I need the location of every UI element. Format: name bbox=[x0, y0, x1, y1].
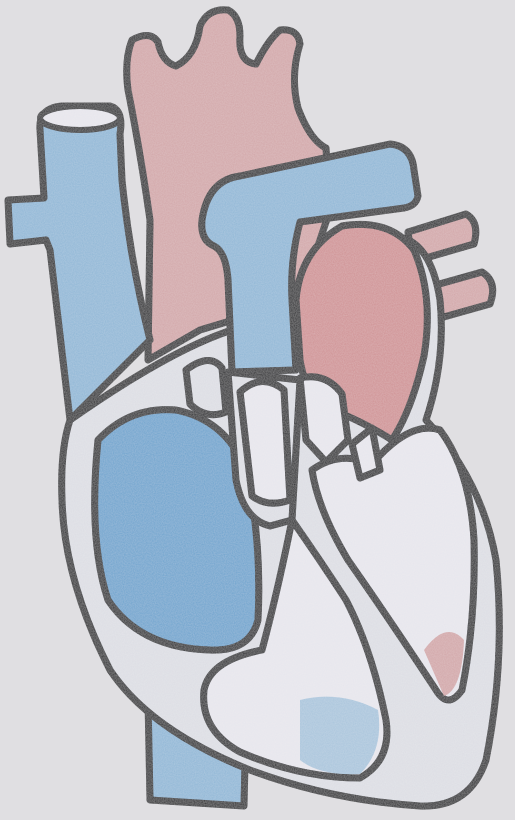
right-ventricle-blue-wash bbox=[300, 697, 379, 775]
superior-vena-cava-opening bbox=[40, 106, 120, 130]
tricuspid-notch bbox=[186, 360, 226, 414]
pulmonary-valve bbox=[240, 381, 290, 503]
